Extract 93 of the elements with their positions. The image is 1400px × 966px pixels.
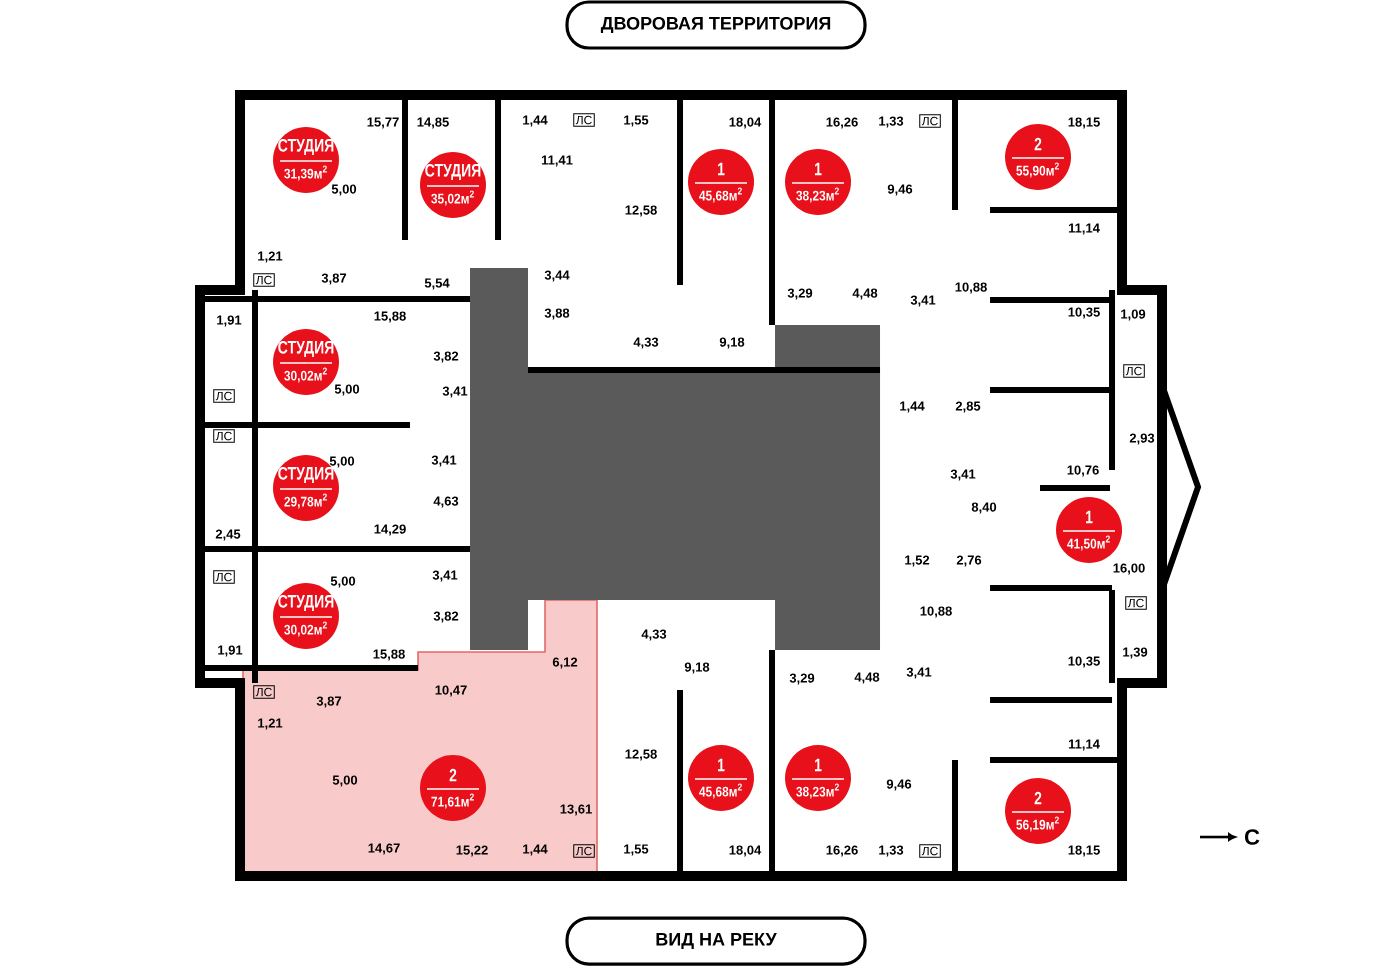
area-label: 9,46 xyxy=(887,184,913,196)
area-label: 11,14 xyxy=(1068,223,1100,235)
area-label: 1,44 xyxy=(523,844,548,856)
apartment-badge: 2 56,19м$^{2}$ xyxy=(1005,778,1071,845)
area-label: 3,87 xyxy=(316,696,342,708)
shaft-label-box: ЛС xyxy=(213,429,235,443)
area-label: 3,41 xyxy=(431,455,457,467)
area-label: 16,26 xyxy=(826,117,858,129)
area-label: 10,76 xyxy=(1067,465,1099,477)
area-label: 9,46 xyxy=(886,779,912,791)
area-label: 3,82 xyxy=(433,611,459,623)
area-label: 4,48 xyxy=(852,288,878,300)
area-label: 1,55 xyxy=(624,844,649,856)
apartment-badge: 1 45,68м$^{2}$ xyxy=(688,745,754,812)
side-label-pill: ВИД НА РЕКУ xyxy=(565,916,867,966)
area-label: 1,44 xyxy=(523,115,548,127)
area-label: 2,85 xyxy=(955,401,981,413)
area-label: 18,15 xyxy=(1068,845,1100,857)
area-label: 1,55 xyxy=(624,115,649,127)
shaft-label-box: ЛС xyxy=(253,685,275,699)
area-label: 2,76 xyxy=(956,555,982,567)
area-label: 14,29 xyxy=(374,524,406,536)
area-label: 10,47 xyxy=(435,685,467,697)
area-label: 15,88 xyxy=(373,649,405,661)
area-label: 15,88 xyxy=(374,311,406,323)
shaft-label-box: ЛС xyxy=(213,389,235,403)
area-label: 10,35 xyxy=(1068,307,1100,319)
area-label: 3,82 xyxy=(433,351,459,363)
north-label: С xyxy=(1245,829,1260,845)
area-label: 12,58 xyxy=(625,749,657,761)
area-label: 1,33 xyxy=(879,845,904,857)
area-label: 3,88 xyxy=(544,308,570,320)
shaft-label-box: ЛС xyxy=(213,570,235,584)
shaft-label-box: ЛС xyxy=(573,113,595,127)
area-label: 18,15 xyxy=(1068,117,1100,129)
area-label: 9,18 xyxy=(719,337,745,349)
area-label: 9,18 xyxy=(684,662,710,674)
area-label: 1,44 xyxy=(900,401,925,413)
shaft-label-box: ЛС xyxy=(1125,596,1147,610)
area-label: 3,41 xyxy=(950,469,976,481)
area-label: 1,21 xyxy=(258,718,283,730)
area-label: 3,29 xyxy=(787,288,813,300)
area-label: 3,41 xyxy=(432,570,458,582)
area-label: 12,58 xyxy=(625,205,657,217)
area-label: 3,41 xyxy=(910,295,936,307)
side-label-pill: ДВОРОВАЯ ТЕРРИТОРИЯ xyxy=(565,0,867,50)
area-label: 18,04 xyxy=(729,117,762,129)
area-label: 5,54 xyxy=(424,278,450,290)
shaft-label-box: ЛС xyxy=(573,844,595,858)
shaft-label-box: ЛС xyxy=(919,844,941,858)
area-label: 10,88 xyxy=(955,282,987,294)
area-label: 18,04 xyxy=(729,845,762,857)
area-label: 8,40 xyxy=(971,502,997,514)
area-label: 1,39 xyxy=(1123,647,1148,659)
area-label: 3,87 xyxy=(321,273,347,285)
area-label: 3,44 xyxy=(544,270,570,282)
area-label: 1,21 xyxy=(258,251,283,263)
area-label: 5,00 xyxy=(332,775,358,787)
area-label: 4,48 xyxy=(854,672,880,684)
apartment-badge: СТУДИЯ 35,02м$^{2}$ xyxy=(420,152,486,218)
area-label: 3,41 xyxy=(442,386,468,398)
area-label: 16,00 xyxy=(1113,563,1145,575)
apartment-badge: 2 71,61м$^{2}$ xyxy=(420,755,486,822)
area-label: 1,33 xyxy=(879,116,904,128)
area-label: 15,77 xyxy=(367,117,399,129)
shaft-label-box: ЛС xyxy=(1123,364,1145,378)
area-label: 2,93 xyxy=(1129,433,1155,445)
apartment-badge: 1 38,23м$^{2}$ xyxy=(785,745,851,812)
area-label: 11,41 xyxy=(541,155,573,167)
area-label: 10,88 xyxy=(920,606,952,618)
area-label: 15,22 xyxy=(456,845,488,857)
area-label: 4,33 xyxy=(641,629,667,641)
area-label: 11,14 xyxy=(1068,739,1100,751)
area-label: 1,91 xyxy=(217,315,242,327)
area-label: 1,09 xyxy=(1121,309,1146,321)
area-label: 14,85 xyxy=(417,117,449,129)
area-label: 3,41 xyxy=(906,667,932,679)
area-label: 3,29 xyxy=(789,673,815,685)
shaft-label-box: ЛС xyxy=(253,273,275,287)
area-label: 14,67 xyxy=(368,843,400,855)
area-label: 4,63 xyxy=(433,496,459,508)
area-label: 1,52 xyxy=(905,555,930,567)
apartment-badge: 1 41,50м$^{2}$ xyxy=(1056,497,1122,563)
area-label: 1,91 xyxy=(218,645,243,657)
shaft-label-box: ЛС xyxy=(919,114,941,128)
area-label: 13,61 xyxy=(560,804,592,816)
area-label: 6,12 xyxy=(552,657,578,669)
area-label: 16,26 xyxy=(826,845,858,857)
area-label: 4,33 xyxy=(633,337,659,349)
area-label: 2,45 xyxy=(215,529,241,541)
apartment-badge: 1 45,68м$^{2}$ xyxy=(688,149,754,215)
apartment-badge: 1 38,23м$^{2}$ xyxy=(785,149,851,215)
area-label: 10,35 xyxy=(1068,656,1100,668)
